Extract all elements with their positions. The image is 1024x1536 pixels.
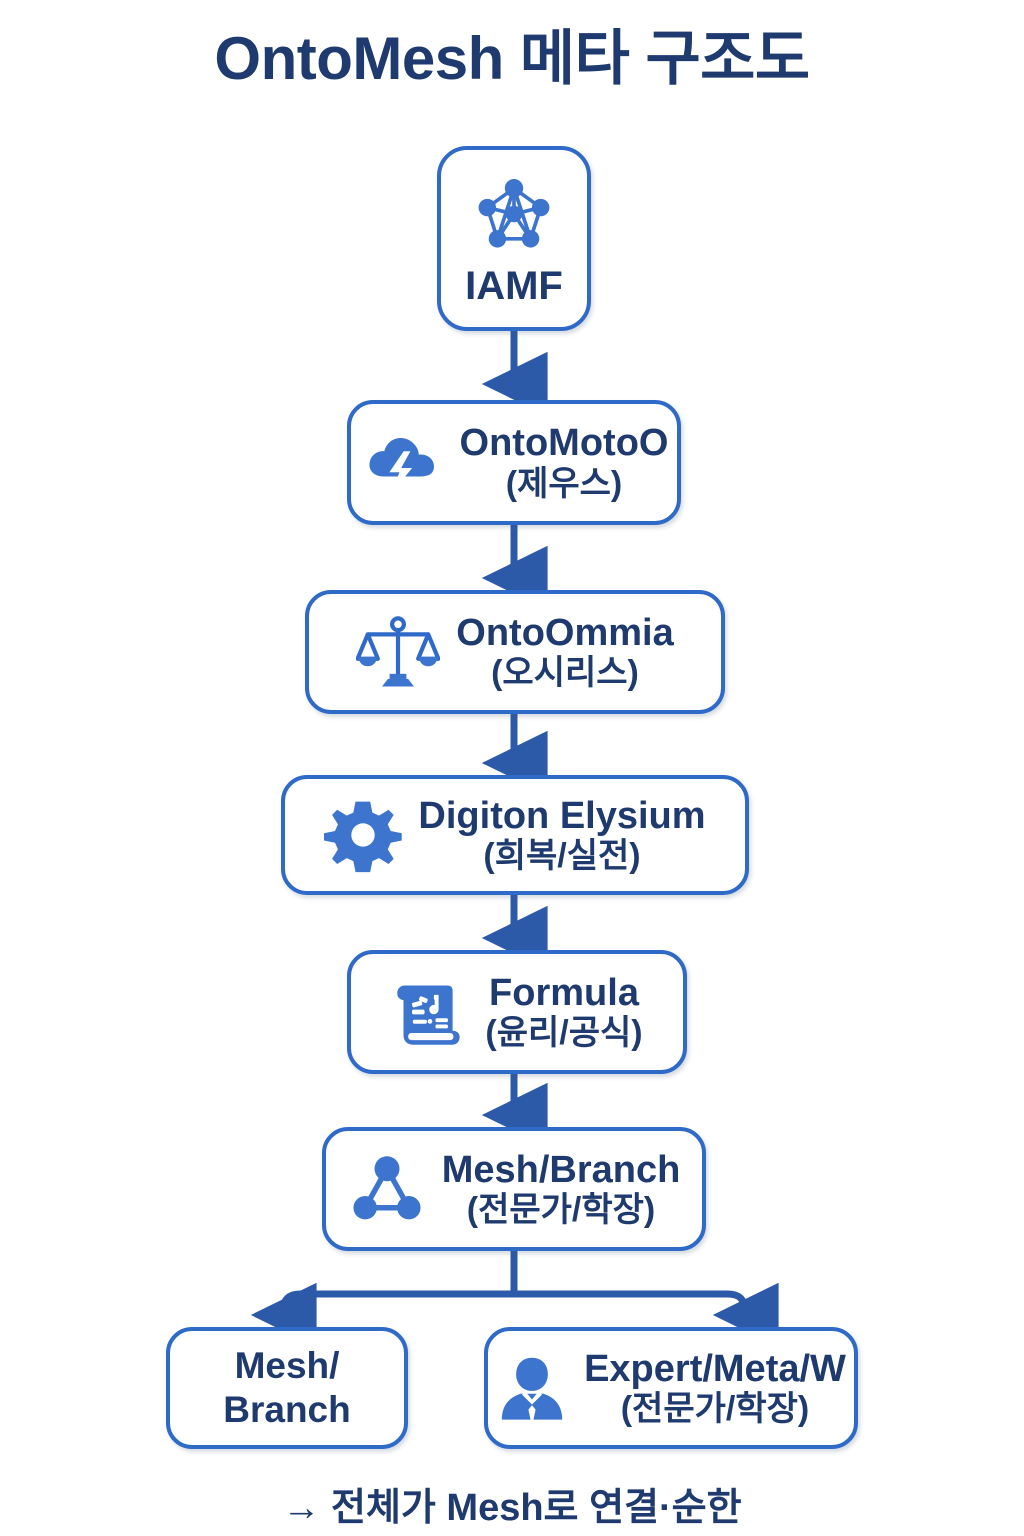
- node-label-expert-meta-w: Expert/Meta/W (전문가/학장): [584, 1347, 846, 1429]
- node-label-ontomotoo: OntoMotoO (제우스): [459, 422, 669, 503]
- node-ontoommia[interactable]: OntoOmmia (오시리스): [305, 590, 725, 714]
- node-label-iamf: IAMF: [465, 264, 563, 309]
- cloud-lightning-icon: [360, 421, 444, 505]
- mesh-network-icon: [468, 168, 560, 260]
- node-label-ontoommia: OntoOmmia (오시리스): [456, 611, 674, 693]
- node-label-mesh-branch-leaf: Mesh/ Branch: [223, 1344, 351, 1430]
- page-title: OntoMesh 메타 구조도: [214, 25, 810, 92]
- node-digiton-elysium[interactable]: Digiton Elysium (희복/실전): [281, 775, 749, 895]
- node-formula[interactable]: Formula (윤리/공식): [347, 950, 687, 1074]
- scroll-formula-icon: [391, 973, 469, 1051]
- edge-meshbranch-to-expert-leaf: [514, 1282, 779, 1348]
- node-label-formula: Formula (윤리/공식): [485, 971, 643, 1053]
- node-label-digiton-elysium: Digiton Elysium (희복/실전): [418, 794, 706, 876]
- node-ontomotoo[interactable]: OntoMotoO (제우스): [347, 400, 681, 525]
- node-label-mesh-branch: Mesh/Branch (전문가/학장): [441, 1148, 681, 1230]
- node-mesh-branch-leaf[interactable]: Mesh/ Branch: [166, 1327, 408, 1449]
- person-suit-icon: [496, 1352, 568, 1424]
- edge-meshbranch-to-mesh-leaf: [250, 1282, 514, 1348]
- footer-note: → 전체가 Mesh로 연결·순한: [282, 1487, 742, 1529]
- node-mesh-branch[interactable]: Mesh/Branch (전문가/학장): [322, 1127, 706, 1251]
- balance-scale-icon: [355, 610, 441, 694]
- gear-icon: [324, 796, 403, 874]
- triangle-nodes-icon: [348, 1150, 426, 1228]
- node-expert-meta-w[interactable]: Expert/Meta/W (전문가/학장): [484, 1327, 858, 1449]
- node-iamf[interactable]: IAMF: [437, 146, 591, 331]
